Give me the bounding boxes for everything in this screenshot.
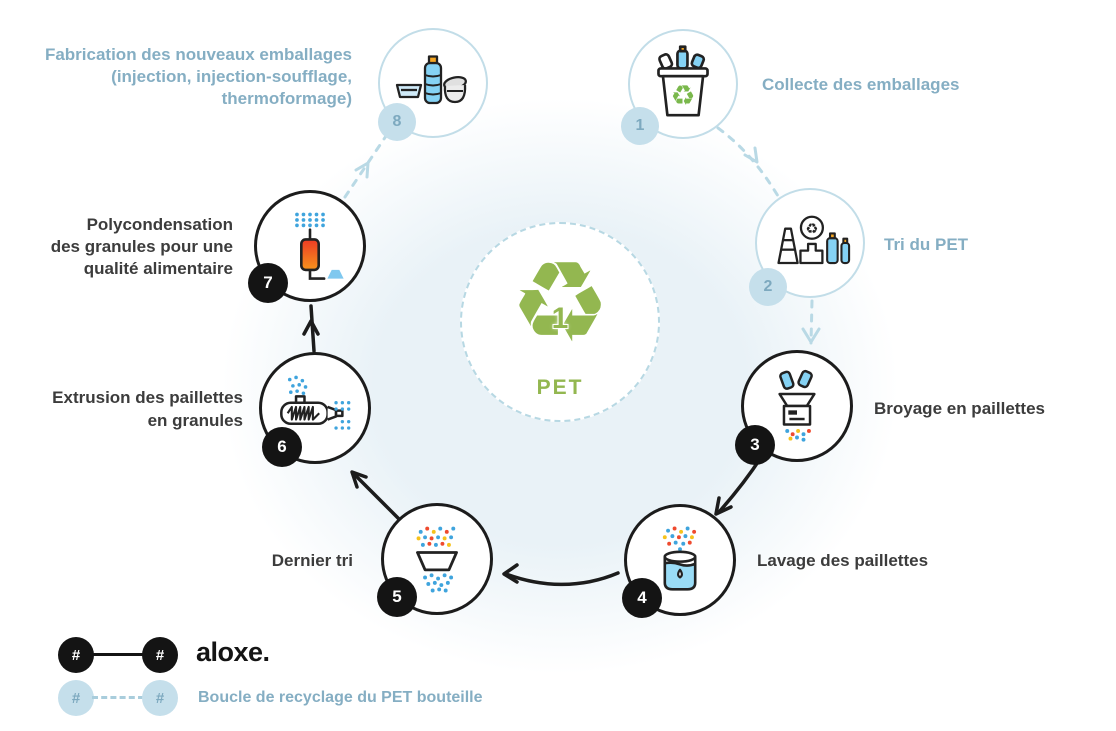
step-2-badge: 2 [749,268,787,306]
legend-dashed-line [92,696,144,699]
recycle-icon: ♻ [671,80,696,111]
step-8-label: Fabrication des nouveaux emballages (inj… [44,45,352,108]
legend-solid-node-icon: # [58,637,94,673]
step-6-label: Extrusion des paillettes en granules [52,388,243,430]
legend-dashed-node-icon: # [142,680,178,716]
center-hub: ♻ 1 PET [460,222,660,422]
step-2-label: Tri du PET [884,235,969,254]
legend-solid-node-icon: # [142,637,178,673]
step-6-badge: 6 [262,427,302,467]
legend-caption: Boucle de recyclage du PET bouteille [198,689,483,706]
step-7-label: Polycondensation des granules pour une q… [50,215,233,278]
new-packaging-icon [395,55,467,105]
step-1-badge: 1 [621,107,659,145]
polycondensation-reactor-icon [295,212,344,280]
washing-tank-icon [662,526,697,591]
step-4-label: Lavage des paillettes [757,551,929,570]
step-3-circle [741,350,853,462]
step-4-circle [624,504,736,616]
step-3-label: Broyage en paillettes [874,399,1046,418]
step-3-badge: 3 [735,425,775,465]
step-8-badge: 8 [378,103,416,141]
step-1-label: Collecte des emballages [762,75,960,94]
aloxe-logo: aloxe. [196,637,270,667]
step-4-badge: 4 [622,578,662,618]
legend-dashed-node-icon: # [58,680,94,716]
step-5-circle [381,503,493,615]
step-5-badge: 5 [377,577,417,617]
sorting-facility-icon: ♻ [777,215,851,265]
step-7-badge: 7 [248,263,288,303]
resin-code-number: 1 [551,302,569,335]
recycle-pet-icon: ♻ [509,240,611,365]
recycle-icon: ♻ [805,221,818,237]
collection-bin-icon: ♻ [657,45,709,117]
legend-solid-line [92,653,144,656]
step-8-circle [378,28,488,138]
material-label: PET [536,376,584,399]
step-1-circle: ♻ [628,29,738,139]
grinder-icon [778,369,816,442]
step-5-label: Dernier tri [271,551,353,570]
extruder-icon [280,375,351,430]
final-sorting-icon [416,526,458,593]
